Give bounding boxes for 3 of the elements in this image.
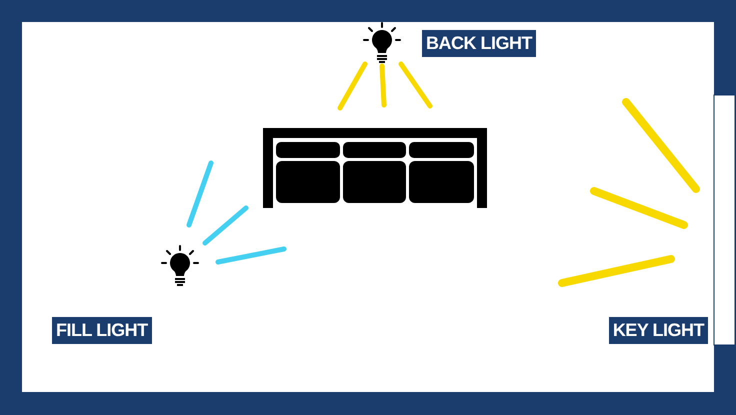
light-label: BACK LIGHT [422,30,536,57]
light-label: KEY LIGHT [608,317,708,344]
light-label: FILL LIGHT [52,317,152,344]
